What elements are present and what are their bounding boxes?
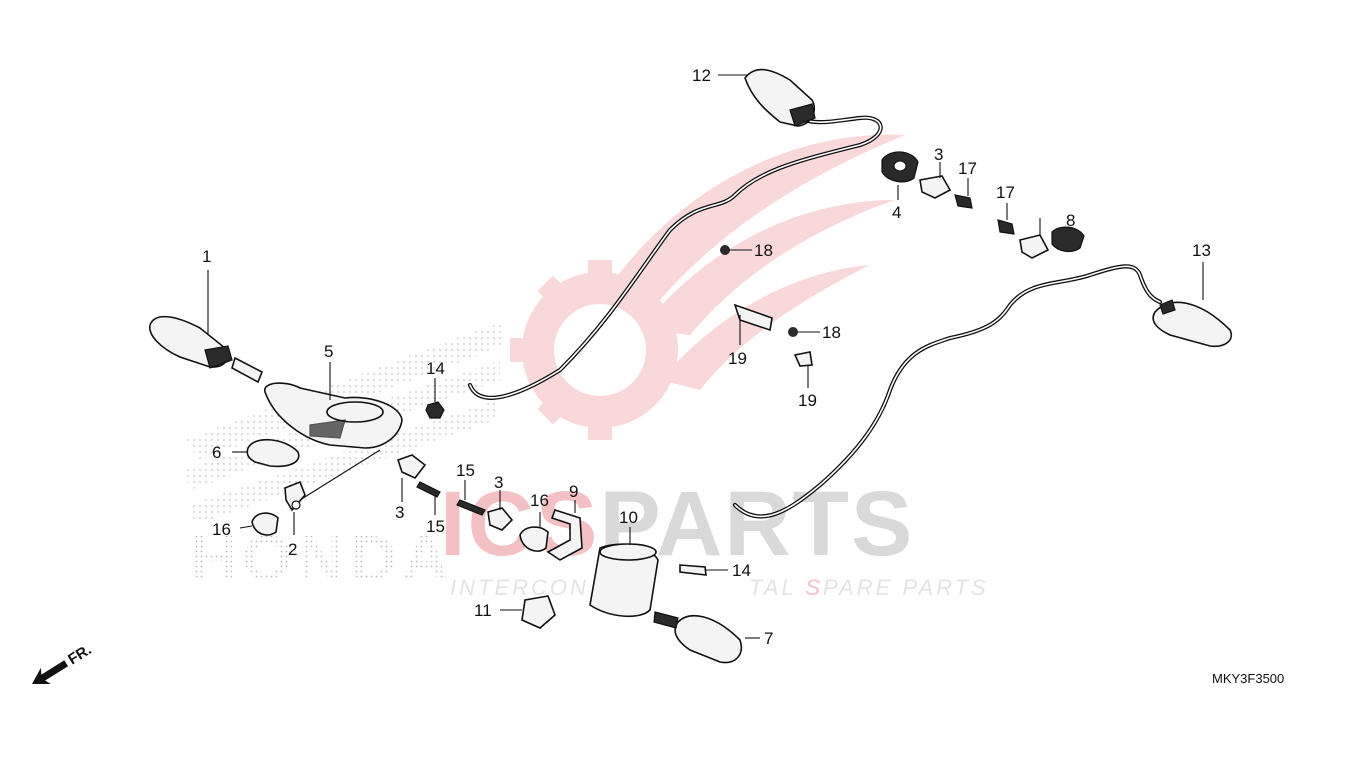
callout-11: 11: [474, 601, 492, 620]
bracket-part-3a: [396, 454, 427, 479]
socket-part-16b: [519, 526, 549, 552]
tagline-mid: TAL: [749, 575, 805, 600]
front-arrow-icon: [32, 660, 69, 685]
clamp-part-19b: [793, 351, 813, 367]
bolt-part-17a: [954, 194, 973, 209]
callout-3b: 3: [494, 473, 503, 492]
callout-17b: 17: [996, 183, 1015, 202]
callout-17a: 17: [958, 159, 977, 178]
right-cable: [732, 264, 1163, 519]
callout-19a: 19: [728, 349, 747, 368]
socket-part-16a: [251, 512, 279, 536]
grommet-part-8: [1051, 226, 1085, 253]
callout-14a: 14: [426, 359, 445, 378]
callout-16a: 16: [212, 520, 231, 539]
callout-15a: 15: [456, 461, 475, 480]
clip-part-2: [284, 480, 306, 512]
clip-part-18b: [788, 327, 798, 337]
bracket-part-3c: [919, 175, 952, 199]
callout-3a: 3: [395, 503, 404, 522]
callout-6: 6: [212, 443, 221, 462]
front-direction-indicator: FR.: [32, 641, 95, 685]
tagline-s: S: [805, 575, 823, 600]
callout-7: 7: [764, 629, 773, 648]
winker-part-13: [1152, 299, 1232, 348]
callout-12: 12: [692, 66, 711, 85]
callout-labels: 1 2 3 3 3 4 5 6 7 8 9 10 11 12 13 14 14 …: [202, 66, 1211, 648]
honda-watermark-text: HONDA: [190, 522, 455, 594]
nut-part-14a: [425, 401, 445, 419]
callout-9: 9: [569, 482, 578, 501]
callout-1: 1: [202, 247, 211, 266]
callout-16b: 16: [530, 491, 549, 510]
clip-part-18a: [720, 245, 730, 255]
callout-18b: 18: [822, 323, 841, 342]
callout-18a: 18: [754, 241, 773, 260]
screw-part-15a: [416, 481, 441, 498]
ics-logo-watermark: [510, 134, 905, 440]
bracket-part-3d: [1019, 234, 1050, 259]
callout-19b: 19: [798, 391, 817, 410]
left-cable: [467, 115, 883, 400]
drawing-code: MKY3F3500: [1212, 671, 1284, 686]
callout-10: 10: [619, 508, 638, 527]
gear-logo-icon: [510, 260, 678, 440]
tagline-left: INTERCON: [450, 575, 589, 600]
screw-part-15b: [456, 499, 486, 516]
callout-4: 4: [892, 203, 901, 222]
winker-part-1: [149, 315, 264, 384]
callout-3c: 3: [934, 145, 943, 164]
svg-text:ICSPARTS: ICSPARTS: [440, 473, 914, 575]
stay-part-5: [264, 382, 403, 501]
callout-15b: 15: [426, 517, 445, 536]
clamp-part-19a: [733, 303, 773, 332]
bracket-part-9: [546, 509, 583, 561]
stay-part-10: [589, 543, 659, 618]
tagline-right: PARE PARTS: [823, 575, 989, 600]
grommet-part-11: [521, 595, 556, 629]
bolt-part-17b: [997, 219, 1015, 235]
bolt-part-14b: [679, 564, 707, 576]
winker-part-12: [744, 68, 816, 127]
callout-14b: 14: [732, 561, 751, 580]
grommet-part-6: [246, 438, 300, 468]
leader-lines: [207, 74, 1204, 639]
grommet-part-4: [881, 151, 919, 183]
callout-5: 5: [324, 342, 333, 361]
winker-part-7: [653, 611, 742, 664]
callout-13: 13: [1192, 241, 1211, 260]
callout-8: 8: [1066, 211, 1075, 230]
front-label: FR.: [65, 641, 95, 668]
callout-2: 2: [288, 540, 297, 559]
